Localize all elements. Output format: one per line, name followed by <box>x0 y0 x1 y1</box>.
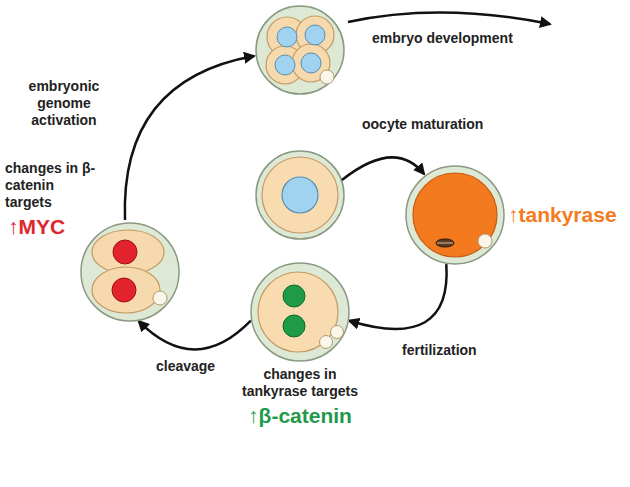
node-caption: changes in β-catenin targets <box>5 160 100 211</box>
embryo-shape <box>80 222 180 322</box>
embryo-shape <box>405 165 505 265</box>
level-change-label: ↑MYC <box>8 215 65 239</box>
step-label: embryo development <box>372 30 513 47</box>
development-arrow <box>348 12 550 24</box>
four-cell-embryo <box>256 6 344 94</box>
maturation-arrow <box>342 157 424 180</box>
genome-activation-arrow <box>125 56 254 220</box>
embryo-shape <box>250 262 350 362</box>
edge-label: fertilization <box>402 342 477 359</box>
embryo-node: changes in β-catenin targets↑MYC <box>80 222 180 322</box>
node-caption: changes in tankyrase targets <box>235 366 365 400</box>
level-change-label: ↑β-catenin <box>225 404 375 428</box>
level-change-label: ↑tankyrase <box>508 203 617 227</box>
step-label: oocyte maturation <box>362 116 483 133</box>
step-label: embryonic genome activation <box>14 78 114 129</box>
edge-label: cleavage <box>156 358 215 375</box>
embryo-node: ↑tankyrase <box>405 165 505 265</box>
oocyte <box>256 151 344 239</box>
transition-arrow <box>139 321 251 350</box>
embryo-node: changes in tankyrase targets↑β-catenin <box>250 262 350 362</box>
transition-arrow <box>349 264 446 329</box>
